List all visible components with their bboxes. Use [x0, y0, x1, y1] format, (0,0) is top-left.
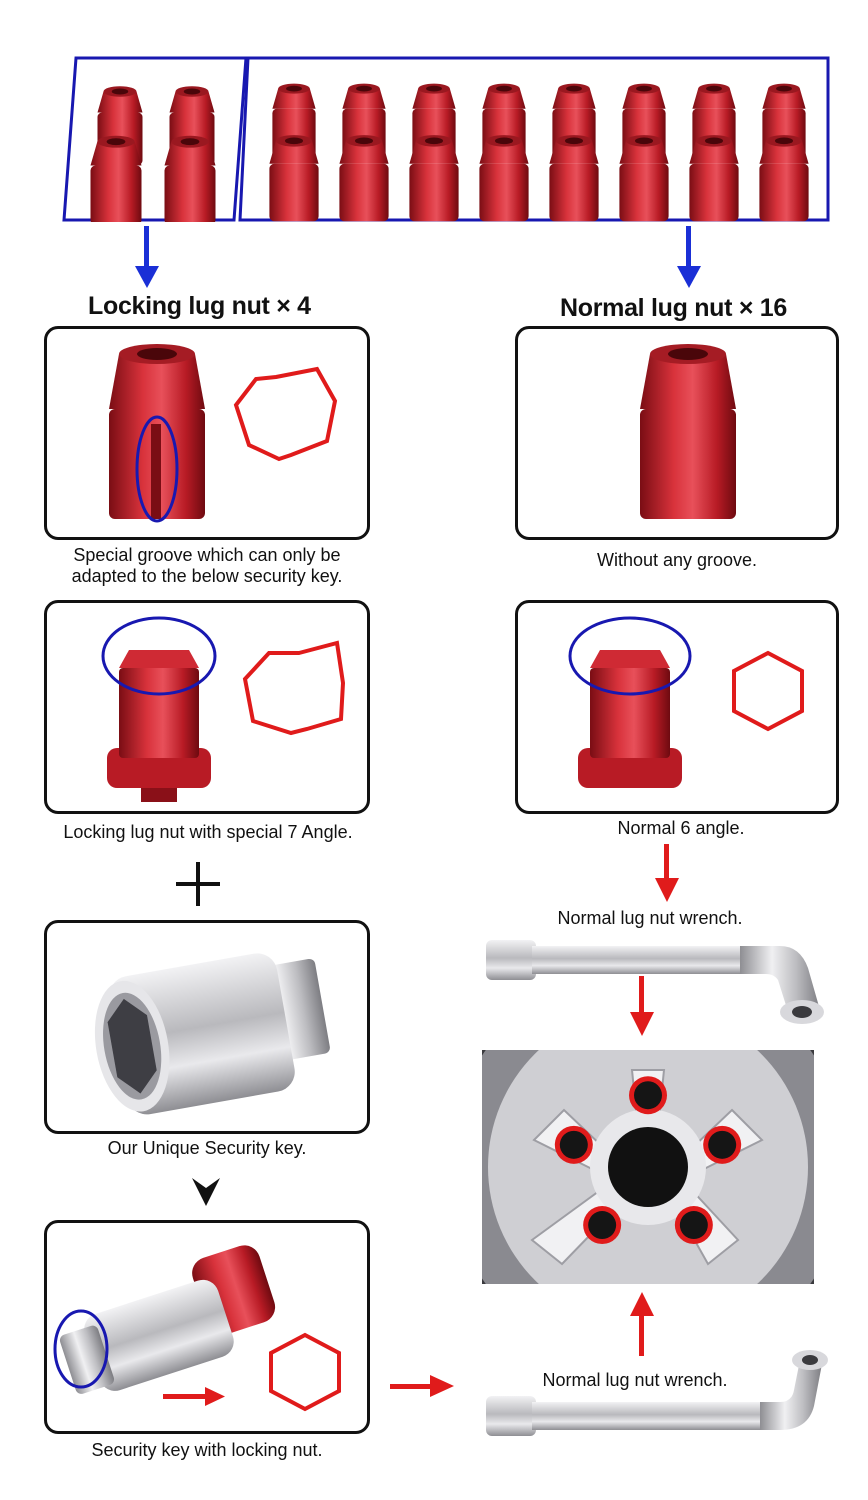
normal-nut	[409, 135, 459, 222]
red-up-arrow	[629, 1292, 655, 1356]
six-angle-caption: Normal 6 angle.	[617, 818, 745, 838]
locking-nut-heading: Locking lug nut × 4	[88, 292, 311, 320]
normal-nut	[269, 135, 319, 222]
wheel-lug-nut	[583, 1206, 622, 1245]
normal-nut	[479, 135, 529, 222]
normal-nut	[689, 135, 739, 222]
locking-nut-groove-panel	[44, 326, 370, 540]
normal-nuts-group-photo	[238, 56, 830, 222]
seven-angle-caption: Locking lug nut with special 7 Angle.	[63, 822, 353, 842]
red-down-arrow-2	[629, 976, 655, 1038]
plus-icon	[176, 862, 220, 906]
security-key-panel	[44, 920, 370, 1134]
wrench-bottom-caption: Normal lug nut wrench.	[542, 1370, 728, 1390]
security-key-caption: Our Unique Security key.	[107, 1138, 307, 1158]
wheel-with-lug-nuts-image	[482, 1050, 814, 1284]
key-with-nut-caption: Security key with locking nut.	[91, 1440, 323, 1460]
wheel-lug-nut	[554, 1125, 593, 1164]
normal-nut-panel	[515, 326, 839, 540]
no-groove-caption: Without any groove.	[596, 550, 758, 570]
red-right-arrow	[390, 1374, 454, 1398]
red-down-arrow-1	[654, 844, 680, 904]
wheel-lug-nut	[629, 1076, 667, 1115]
normal-nut	[759, 135, 809, 222]
locking-nut-7-angle-panel	[44, 600, 370, 814]
lug-wrench-image-bottom	[480, 1346, 830, 1446]
chevron-down-icon	[192, 1176, 220, 1208]
groove-caption: Special groove which can only be adapted…	[44, 545, 370, 587]
groove-caption-line1: Special groove which can only be	[73, 545, 341, 565]
wheel-lug-nut	[703, 1125, 742, 1164]
normal-nut-6-angle-panel	[515, 600, 839, 814]
wheel-lug-nut	[674, 1206, 713, 1245]
blue-down-arrow-right	[676, 226, 702, 290]
security-key-with-nut-panel	[44, 1220, 370, 1434]
locking-nuts-group-photo	[62, 56, 248, 222]
wrench-top-caption: Normal lug nut wrench.	[557, 908, 743, 928]
normal-nut-heading: Normal lug nut × 16	[560, 294, 787, 322]
normal-nut	[549, 135, 599, 222]
normal-nut	[619, 135, 669, 222]
normal-nut	[339, 135, 389, 222]
groove-caption-line2: adapted to the below security key.	[71, 566, 343, 586]
lug-wrench-image-top	[480, 930, 830, 1030]
blue-down-arrow-left	[134, 226, 160, 290]
